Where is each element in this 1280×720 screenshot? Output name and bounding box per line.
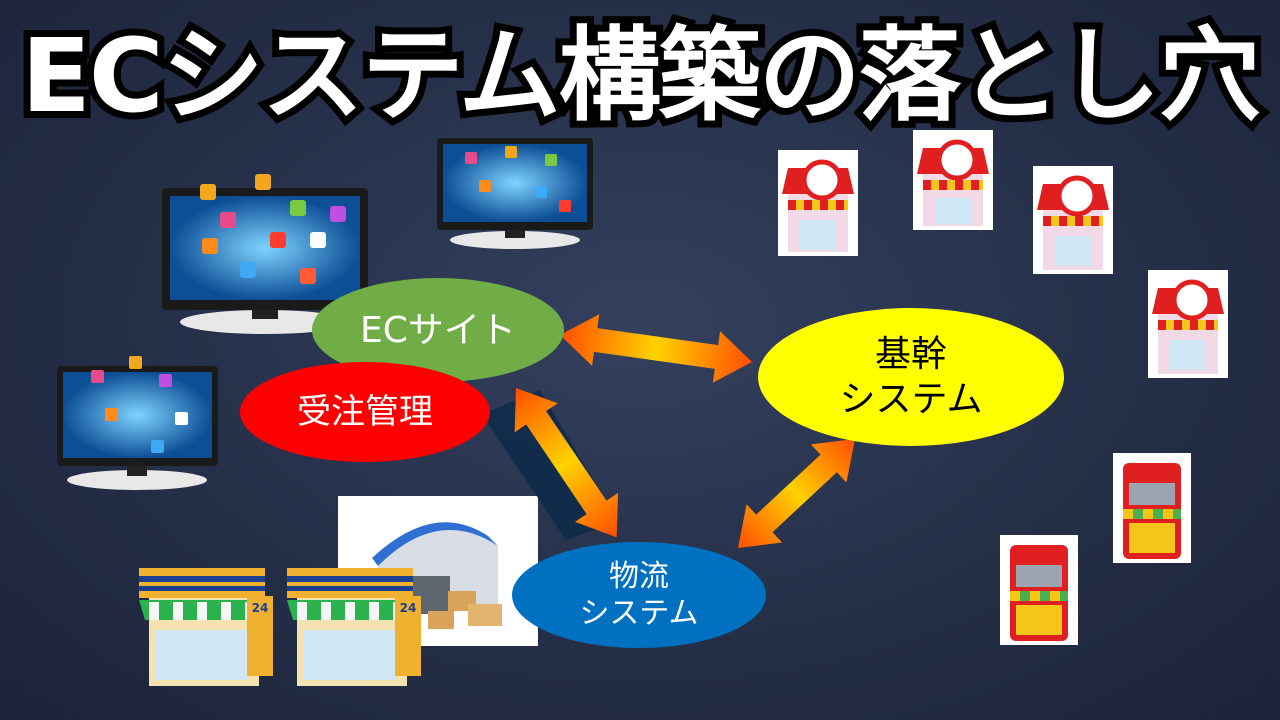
monitor-icon (162, 174, 368, 334)
node-logistics: 物流 システム (512, 542, 766, 648)
store-icon (1148, 270, 1228, 378)
node-core-system: 基幹 システム (758, 308, 1064, 446)
store-icon (1033, 166, 1113, 274)
store-icon (913, 130, 993, 230)
monitor-icon (57, 356, 218, 490)
convenience-store-icon: 24 (139, 568, 273, 686)
store-hours-badge: 24 (400, 601, 417, 615)
node-logistics-line2: システム (579, 596, 699, 631)
node-order-management-label: 受注管理 (297, 391, 433, 432)
page-title: ECシステム構築の落とし穴 (14, 15, 1267, 139)
node-core-system-line1: 基幹 (874, 334, 947, 375)
node-core-system-line2: システム (839, 379, 983, 420)
store-icon (778, 150, 858, 256)
kiosk-icon (1113, 453, 1191, 563)
node-order-management: 受注管理 (240, 362, 490, 462)
node-ec-site-label: ECサイト (360, 309, 516, 351)
node-logistics-line1: 物流 (609, 558, 669, 594)
monitor-icon (437, 138, 593, 249)
double-arrow-icon (514, 388, 619, 538)
convenience-store-icon: 24 (287, 568, 421, 686)
double-arrow-icon (738, 438, 856, 548)
double-arrow-icon (560, 314, 753, 383)
store-hours-badge: 24 (252, 601, 269, 615)
kiosk-icon (1000, 535, 1078, 645)
